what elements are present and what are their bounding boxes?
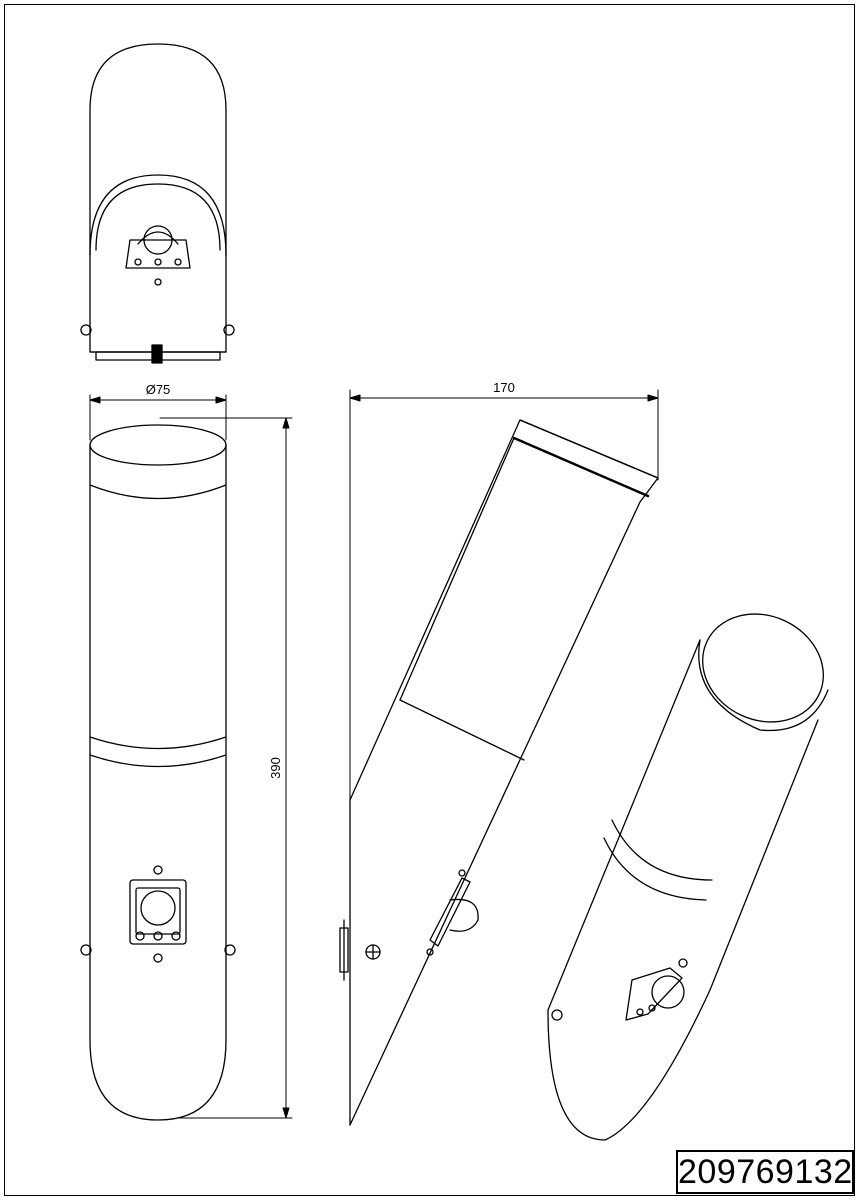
front-view-sensor	[129, 865, 187, 963]
projection-label: 170	[493, 380, 515, 395]
top-view-sensor	[125, 225, 191, 286]
part-number-box: 209769132	[676, 1150, 854, 1194]
side-view	[339, 419, 659, 1126]
perspective-view-sensor	[625, 967, 685, 1021]
side-view-sensor	[426, 869, 479, 956]
top-view	[80, 43, 235, 364]
height-label: 390	[268, 757, 283, 779]
perspective-view	[547, 613, 829, 1141]
dimension-projection	[349, 389, 659, 811]
dimension-height	[159, 417, 293, 1119]
diameter-label: Ø75	[146, 382, 171, 397]
front-view	[80, 424, 236, 1121]
